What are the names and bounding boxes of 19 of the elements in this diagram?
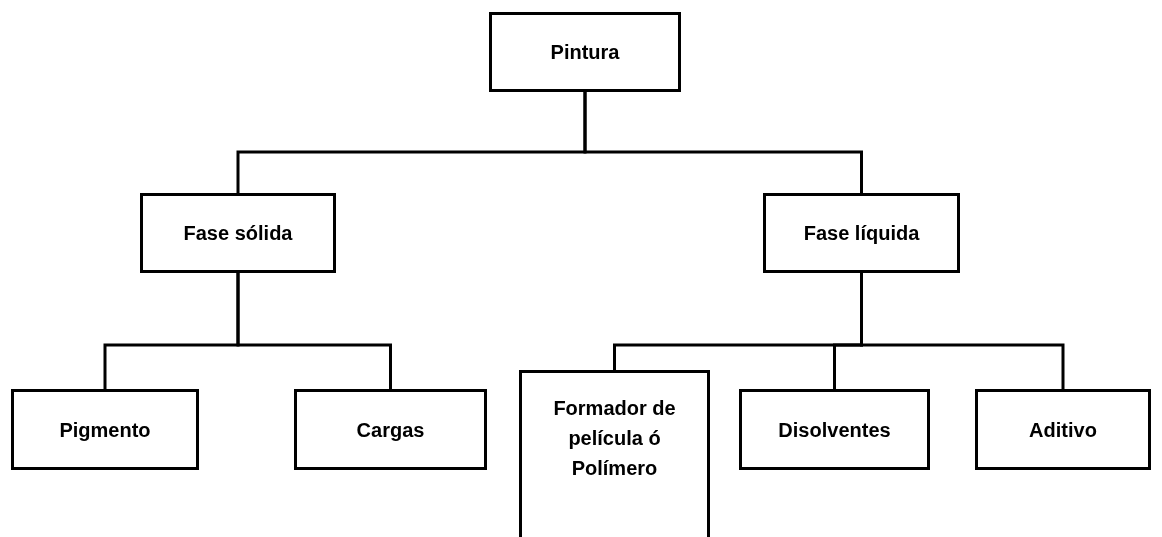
category-box xyxy=(763,193,960,273)
node-label: Disolventes xyxy=(778,417,891,443)
node-label: Formador de película ó Polímero xyxy=(552,396,677,481)
category-box xyxy=(975,389,1151,470)
connector-line xyxy=(236,273,392,389)
category-box xyxy=(739,389,930,470)
category-box xyxy=(11,389,199,470)
node-label: Pigmento xyxy=(59,417,151,443)
category-box xyxy=(489,12,681,92)
node-label: Pintura xyxy=(550,40,620,65)
connector-line xyxy=(583,92,863,193)
connector-line xyxy=(860,273,1065,389)
node-label: Fase líquida xyxy=(803,221,920,246)
category-box xyxy=(294,389,487,470)
category-box xyxy=(519,370,710,537)
node-label: Aditivo xyxy=(1029,417,1097,443)
node-label: Fase sólida xyxy=(183,221,293,246)
category-box xyxy=(140,193,336,273)
node-label: Cargas xyxy=(356,417,425,443)
